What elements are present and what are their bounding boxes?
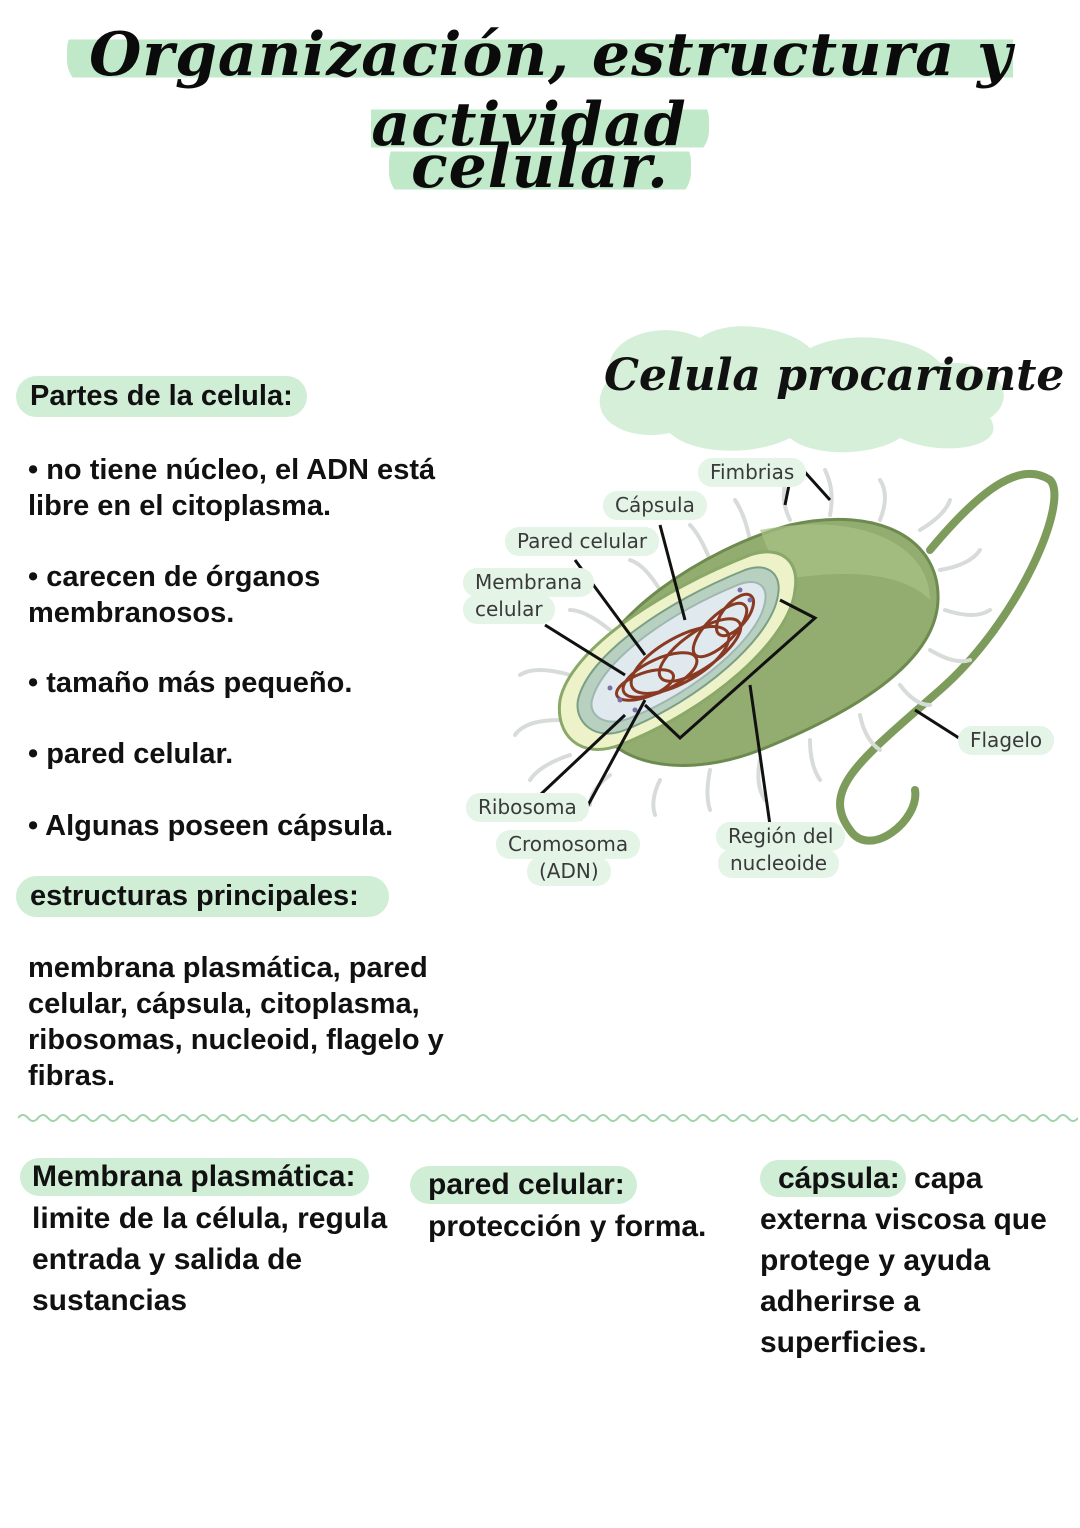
structures-text: membrana plasmática, pared celular, cáps…	[28, 952, 444, 1092]
label-flagelo: Flagelo	[958, 726, 1055, 755]
ribosomes	[607, 587, 753, 713]
pared-text: protección y forma.	[428, 1210, 707, 1243]
membrana-text: limite de la célula, regula entrada y sa…	[32, 1202, 388, 1317]
dna-chromosome	[615, 592, 756, 702]
capsula-text: capa externa viscosa que protege y ayuda…	[760, 1162, 1047, 1359]
title-text-2: celular.	[389, 132, 691, 202]
bullet-item: • no tiene núcleo, el ADN está libre en …	[28, 454, 436, 522]
prokaryote-cell-diagram	[513, 468, 1059, 845]
page-title-line-2: celular.	[0, 132, 1080, 202]
capsula-title: cápsula:	[760, 1160, 906, 1197]
label-membrana-1: Membrana	[463, 568, 595, 597]
diagram-title: Celula procarionte	[604, 350, 1065, 401]
bullet-item: • Algunas poseen cápsula.	[28, 810, 394, 842]
bullet-item: • tamaño más pequeño.	[28, 667, 353, 699]
label-fimbrias: Fimbrias	[698, 458, 807, 487]
label-cromosoma-1: Cromosoma	[496, 830, 641, 859]
parts-heading: Partes de la celula:	[16, 376, 307, 417]
label-ribosoma: Ribosoma	[466, 793, 589, 822]
bullet-item: • carecen de órganos membranosos.	[28, 561, 321, 629]
capsula-block: cápsula: capa externa viscosa que proteg…	[760, 1158, 1060, 1363]
label-region-2: nucleoide	[718, 849, 840, 878]
label-cromosoma-2: (ADN)	[527, 857, 611, 886]
label-membrana-2: celular	[463, 595, 555, 624]
pared-title: pared celular:	[410, 1166, 637, 1204]
bullet-item: • pared celular.	[28, 738, 234, 770]
wavy-divider	[18, 1114, 1078, 1122]
label-region-1: Región del	[716, 822, 846, 851]
membrana-title: Membrana plasmática:	[20, 1158, 370, 1196]
diagram-title-cloud	[599, 326, 1004, 453]
label-capsula: Cápsula	[603, 491, 707, 520]
label-pared-celular: Pared celular	[505, 527, 660, 556]
structures-heading: estructuras principales:	[16, 876, 389, 917]
flagellum-shape	[836, 469, 1059, 845]
